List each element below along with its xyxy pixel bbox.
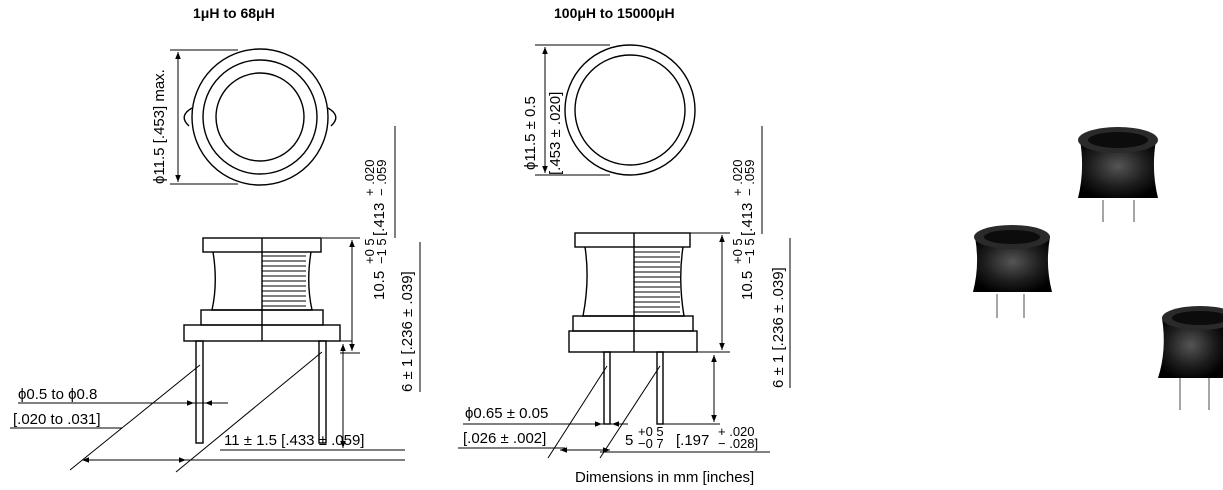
middle-pitch-in-minus: − .028]	[718, 436, 758, 451]
left-title: 1μH to 68μH	[193, 5, 275, 21]
inductor-photo-left	[973, 225, 1052, 318]
middle-pitch-main: 5	[625, 432, 633, 449]
middle-height-main: 10.5	[739, 271, 756, 300]
middle-view	[463, 44, 730, 459]
inductor-photo-top	[1078, 127, 1158, 222]
dimensions-note: Dimensions in mm [inches]	[575, 469, 754, 486]
left-side-view	[183, 237, 341, 444]
left-view	[18, 48, 405, 473]
left-standoff-label: 6 ± 1 [.236 ± .039]	[399, 271, 416, 392]
left-pitch-label: 11 ± 1.5 [.433 ± .059]	[224, 432, 364, 449]
left-height-main: 10.5	[371, 271, 388, 300]
middle-pitch-label: 5 +0 5 −0 7 [.197 + .020 − .028]	[625, 424, 758, 451]
left-height-in-minus: − .059	[374, 159, 389, 196]
middle-pitch-plus: +0 5	[638, 424, 664, 439]
middle-height-tol-minus: −1 5	[742, 238, 757, 264]
middle-lead-diameter-line2: [.026 ± .002]	[463, 430, 546, 447]
middle-winding-lines	[634, 251, 680, 313]
middle-standoff-label: 6 ± 1 [.236 ± .039]	[770, 267, 787, 388]
middle-height-in-plus: + .020	[730, 159, 745, 196]
left-winding-lines	[262, 255, 306, 307]
middle-top-diameter-line2: [.453 ± .020]	[547, 92, 564, 175]
left-height-in-plus: + .020	[362, 159, 377, 196]
middle-height-in-main: [.413	[739, 203, 756, 236]
left-lead-diameter-line1: ϕ0.5 to ϕ0.8	[18, 386, 97, 403]
left-top-diameter-label: ϕ11.5 [.453] max.	[151, 69, 168, 184]
inductor-photo-right	[1158, 306, 1223, 410]
left-height-tol-minus: −1 5	[374, 238, 389, 264]
left-height-tol-plus: +0 5	[362, 238, 377, 264]
middle-side-view	[568, 232, 698, 425]
middle-height-in-minus: − .059	[742, 159, 757, 196]
middle-lead-diameter-line1: ϕ0.65 ± 0.05	[465, 405, 548, 422]
middle-height-label: 10.5 +0 5 −1 5 [.413 + .020 − .059	[730, 159, 757, 300]
middle-top-view	[564, 44, 696, 176]
left-height-in-main: [.413	[371, 203, 388, 236]
middle-title: 100μH to 15000μH	[554, 5, 675, 21]
left-height-label: 10.5 +0 5 −1 5 [.413 + .020 − .059	[362, 159, 389, 300]
inductor-photo	[973, 127, 1223, 410]
middle-pitch-in-plus: + .020	[718, 424, 755, 439]
left-top-view	[183, 48, 337, 186]
left-lead-diameter-line2: [.020 to .031]	[13, 411, 101, 428]
middle-top-diameter-line1: ϕ11.5 ± 0.5	[522, 96, 539, 170]
middle-height-tol-plus: +0 5	[730, 238, 745, 264]
middle-pitch-in-main: [.197	[676, 432, 709, 449]
middle-pitch-minus: −0 7	[638, 436, 664, 451]
